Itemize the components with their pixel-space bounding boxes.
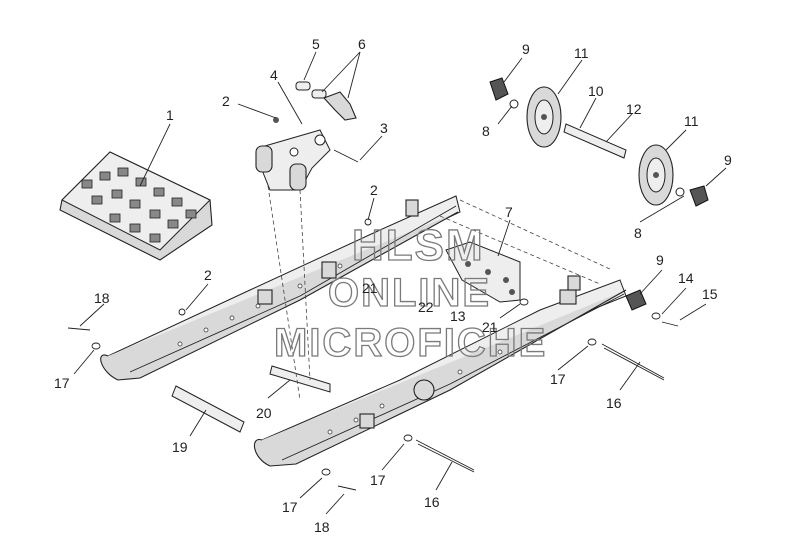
callout-8b: 8 [634, 225, 642, 241]
leader-lines [73, 51, 727, 515]
callout-2a: 2 [222, 93, 230, 109]
rail-left [100, 195, 461, 381]
idler-wheels-part [489, 77, 709, 207]
callout-14: 14 [678, 270, 694, 286]
callout-17b: 17 [550, 371, 566, 387]
callout-11b: 11 [684, 113, 699, 129]
watermark-line-2: ONLINE [328, 271, 491, 315]
rear-bracket-part [445, 241, 521, 303]
callout-3: 3 [380, 120, 388, 136]
track-insert-part [59, 151, 213, 261]
callout-12: 12 [626, 101, 642, 117]
reference-lines [267, 185, 613, 401]
washers [91, 218, 661, 476]
callout-5: 5 [312, 36, 320, 52]
callout-16b: 16 [424, 494, 440, 510]
callout-22: 22 [418, 299, 434, 315]
callout-17d: 17 [282, 499, 298, 515]
callout-18a: 18 [94, 290, 110, 306]
callout-19: 19 [172, 439, 188, 455]
callout-labels: 1 2 3 4 5 6 2 2 7 8 9 10 11 12 11 9 8 9 … [54, 36, 732, 535]
callout-2b: 2 [370, 182, 378, 198]
callout-9a: 9 [522, 41, 530, 57]
callout-9b: 9 [724, 152, 732, 168]
watermark: HLSM ONLINE MICROFICHE [273, 220, 547, 365]
cross-shafts [67, 321, 679, 491]
callout-1: 1 [166, 107, 174, 123]
callout-17c: 17 [370, 472, 386, 488]
callout-10: 10 [588, 83, 604, 99]
watermark-line-3: MICROFICHE [274, 321, 547, 365]
upper-bracket-part [255, 81, 359, 191]
callout-18b: 18 [314, 519, 330, 535]
callout-9c: 9 [656, 252, 664, 268]
callout-15: 15 [702, 286, 718, 302]
callout-8a: 8 [482, 123, 490, 139]
callout-2c: 2 [204, 267, 212, 283]
callout-16a: 16 [606, 395, 622, 411]
rail-right [253, 275, 647, 467]
callout-6: 6 [358, 36, 366, 52]
callout-21b: 21 [482, 319, 498, 335]
callout-17a: 17 [54, 375, 70, 391]
callout-7: 7 [505, 204, 513, 220]
callout-4: 4 [270, 67, 278, 83]
callout-20: 20 [256, 405, 272, 421]
callout-21a: 21 [362, 280, 378, 296]
callout-13: 13 [450, 308, 466, 324]
watermark-line-1: HLSM [352, 221, 485, 270]
callout-11a: 11 [574, 45, 589, 61]
